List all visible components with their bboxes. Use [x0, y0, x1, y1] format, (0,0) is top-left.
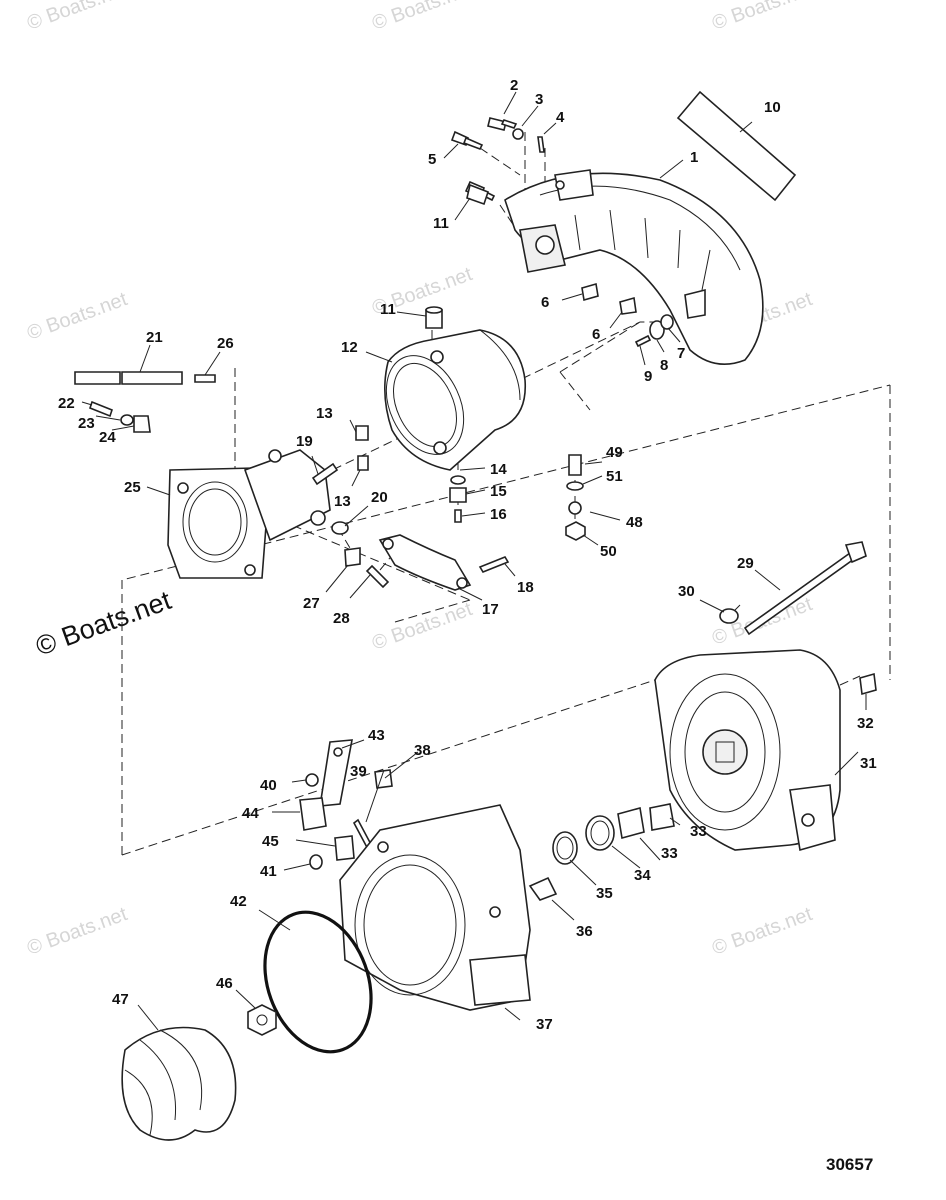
callout-16: 16	[490, 506, 507, 523]
callout-37: 37	[536, 1016, 553, 1033]
watermark: © Boats.net	[24, 288, 130, 345]
watermark: © Boats.net	[709, 903, 815, 960]
steering-nozzle-part-1	[504, 169, 764, 366]
hardware-48-51	[565, 454, 586, 541]
bracket-part-25	[167, 449, 331, 579]
callout-33b: 33	[661, 845, 678, 862]
callout-28: 28	[333, 610, 350, 627]
callout-47: 47	[112, 991, 129, 1008]
callout-22: 22	[58, 395, 75, 412]
callout-10: 10	[764, 99, 781, 116]
callout-9: 9	[644, 368, 652, 385]
callout-38: 38	[414, 742, 431, 759]
callout-4: 4	[556, 109, 565, 126]
callout-34: 34	[634, 867, 651, 884]
callout-42: 42	[230, 893, 247, 910]
callout-31: 31	[860, 755, 877, 772]
steering-ring-part-12	[384, 329, 527, 471]
callout-13b: 13	[334, 493, 351, 510]
watermark-prominent: © Boats.net	[32, 585, 176, 662]
callout-8: 8	[660, 357, 668, 374]
callout-19: 19	[296, 433, 313, 450]
leader-lines	[81, 91, 867, 1031]
callout-32: 32	[857, 715, 874, 732]
callout-40: 40	[260, 777, 277, 794]
callout-29: 29	[737, 555, 754, 572]
fittings-part-11	[425, 183, 489, 329]
decal-part-10	[676, 90, 797, 202]
nut-part-46	[247, 1004, 277, 1036]
callout-49: 49	[606, 444, 623, 461]
callout-23: 23	[78, 415, 95, 432]
callout-27: 27	[303, 595, 320, 612]
callout-15: 15	[490, 483, 507, 500]
pins-21-26	[74, 371, 216, 385]
callout-25: 25	[124, 479, 141, 496]
callout-39: 39	[350, 763, 367, 780]
callout-48: 48	[626, 514, 643, 531]
o-ring-part-42	[263, 910, 373, 1054]
callout-41: 41	[260, 863, 277, 880]
diagram-reference-number: 30657	[826, 1155, 873, 1174]
callout-labels: 1 2 3 4 5 6 6 7 8 9 10 11 11 12 13 13 14…	[58, 77, 877, 1033]
watermark: © Boats.net	[24, 903, 130, 960]
callout-21: 21	[146, 329, 163, 346]
callout-18: 18	[517, 579, 534, 596]
callout-50: 50	[600, 543, 617, 560]
callout-24: 24	[99, 429, 116, 446]
callout-7: 7	[677, 345, 685, 362]
hardware-13-16	[355, 425, 467, 523]
pump-housing-part-31	[654, 649, 877, 852]
intake-housing-part-37	[339, 804, 531, 1011]
assembly-lines	[121, 132, 891, 856]
hardware-17-28	[311, 462, 510, 591]
watermark: © Boats.net	[369, 0, 475, 35]
callout-2: 2	[510, 77, 518, 94]
callout-12: 12	[341, 339, 358, 356]
callout-43: 43	[368, 727, 385, 744]
callout-6a: 6	[541, 294, 549, 311]
hardware-22-24	[89, 400, 151, 433]
watermark: © Boats.net	[709, 0, 815, 35]
hardware-6-9	[581, 282, 674, 348]
callout-44: 44	[242, 805, 259, 822]
callout-11a: 11	[433, 215, 449, 232]
callout-14: 14	[490, 461, 507, 478]
bolt-part-29	[719, 541, 867, 636]
callout-20: 20	[371, 489, 388, 506]
callout-17: 17	[482, 601, 499, 618]
watermark: © Boats.net	[369, 598, 475, 655]
callout-45: 45	[262, 833, 279, 850]
impeller-part-47	[121, 1026, 237, 1141]
callout-3: 3	[535, 91, 543, 108]
callout-13a: 13	[316, 405, 333, 422]
callout-33a: 33	[690, 823, 707, 840]
callout-6b: 6	[592, 326, 600, 343]
callout-26: 26	[217, 335, 234, 352]
callout-36: 36	[576, 923, 593, 940]
callout-30: 30	[678, 583, 695, 600]
hardware-33-36	[528, 803, 675, 901]
callout-51: 51	[606, 468, 623, 485]
callout-35: 35	[596, 885, 613, 902]
callout-1: 1	[690, 149, 698, 166]
watermark: © Boats.net	[24, 0, 130, 35]
callout-5: 5	[428, 151, 436, 168]
callout-11b: 11	[380, 301, 396, 318]
callout-46: 46	[216, 975, 233, 992]
